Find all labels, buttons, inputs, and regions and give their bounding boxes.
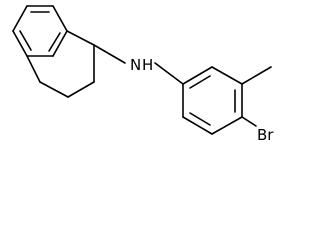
structure-canvas: N H Br [12, 5, 274, 144]
molecule-structure: N H Br [12, 5, 274, 144]
tetralin-aromatic-ring [12, 5, 68, 57]
bond [26, 55, 41, 83]
bromine-bond [241, 116, 257, 127]
double-bond-inner [48, 32, 61, 52]
bond [52, 5, 68, 32]
tetralin-saturated-ring [26, 30, 95, 98]
aryl-ring [182, 66, 243, 135]
methyl-bond [241, 66, 272, 85]
bromine-atom-label: Br [257, 126, 274, 144]
bond [211, 116, 243, 135]
bond [39, 81, 69, 98]
nitrogen-atom-label: N [130, 56, 141, 74]
bond [182, 66, 213, 85]
bond [211, 66, 243, 85]
bond [67, 81, 95, 98]
double-bond-inner [189, 112, 211, 126]
bond [12, 5, 28, 32]
bond [52, 30, 68, 57]
bond [154, 62, 184, 85]
double-bond-inner [189, 75, 211, 89]
bond [182, 116, 213, 135]
bond [66, 30, 95, 46]
amine-linkage [93, 44, 184, 85]
bond [93, 44, 126, 64]
nitrogen-hydrogen-label: H [142, 56, 153, 74]
amine-label: N H [130, 56, 153, 74]
bond [12, 30, 28, 57]
double-bond-inner [19, 30, 32, 51]
